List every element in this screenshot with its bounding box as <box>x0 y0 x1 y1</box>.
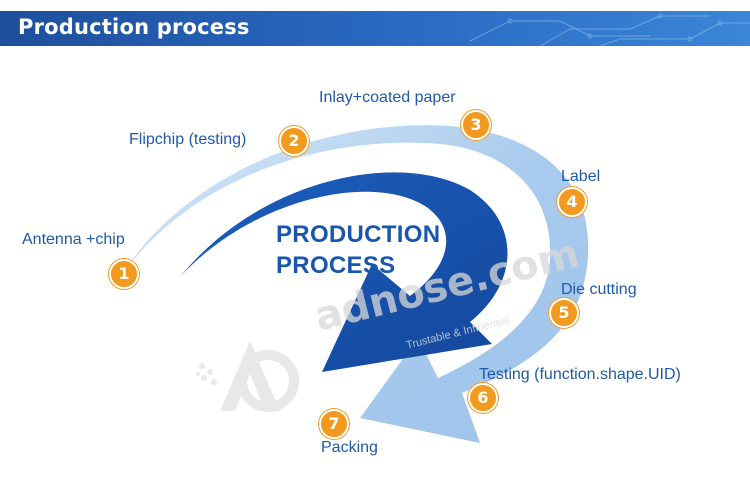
outer-process-arrow <box>124 125 589 443</box>
step-1-badge: 1 <box>109 259 139 289</box>
step-4-label: Label <box>561 168 601 185</box>
page-title: Production process <box>18 15 250 39</box>
step-2-label: Flipchip (testing) <box>129 131 247 148</box>
step-6-label: Testing (function.shape.UID) <box>479 366 681 383</box>
step-2-badge: 2 <box>279 126 309 156</box>
step-1-label: Antenna +chip <box>22 231 125 248</box>
step-5-badge: 5 <box>549 298 579 328</box>
step-6-badge: 6 <box>468 383 498 413</box>
center-title: PRODUCTION PROCESS <box>276 219 440 281</box>
header-circuit-decoration <box>469 13 750 46</box>
step-3-label: Inlay+coated paper <box>319 89 456 106</box>
step-7-badge: 7 <box>319 409 349 439</box>
step-4-badge: 4 <box>557 187 587 217</box>
header-bar: Production process <box>0 11 750 46</box>
center-title-line-2: PROCESS <box>276 252 396 279</box>
step-3-badge: 3 <box>461 110 491 140</box>
watermark-logo <box>190 336 310 416</box>
center-title-line-1: PRODUCTION <box>276 221 441 248</box>
step-7-label: Packing <box>321 439 378 456</box>
inner-process-arrow <box>180 172 508 372</box>
step-5-label: Die cutting <box>561 281 637 298</box>
